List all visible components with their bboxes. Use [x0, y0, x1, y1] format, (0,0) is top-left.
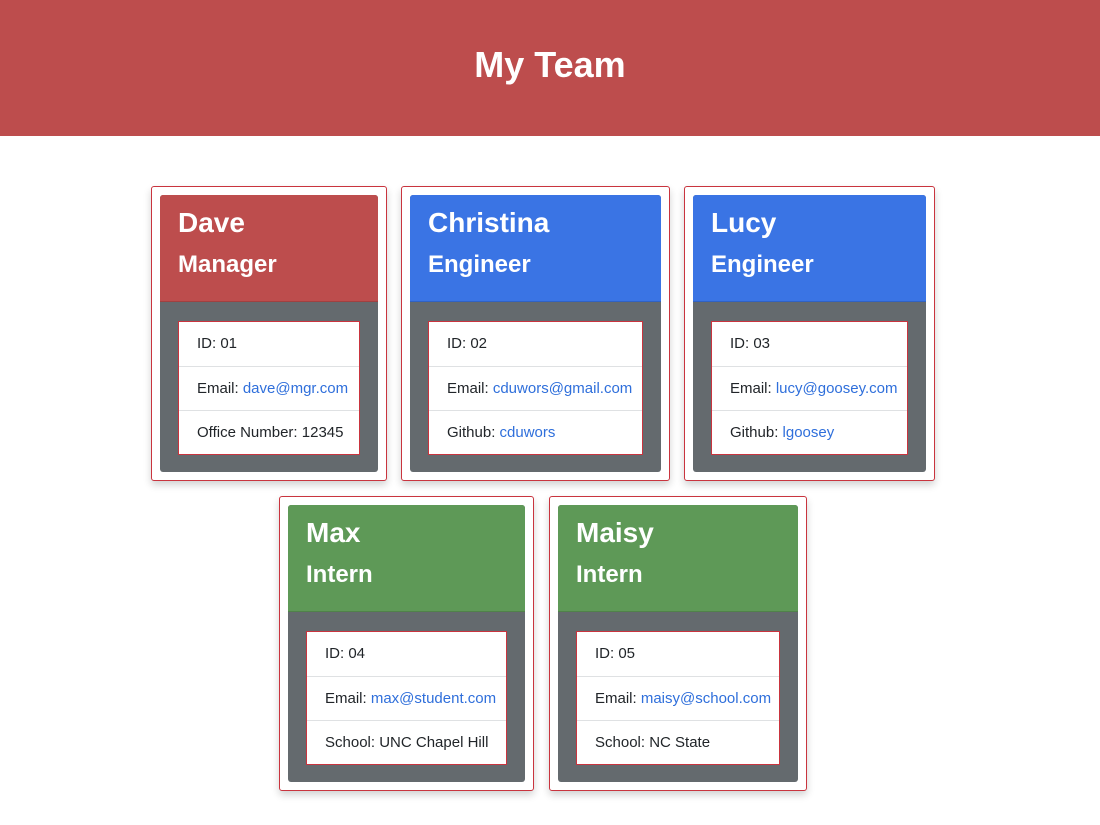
employee-info-list: ID: 03 Email: lucy@goosey.com Github: lg… — [711, 321, 908, 455]
employee-name: Max — [306, 517, 361, 548]
employee-info-list: ID: 04 Email: max@student.com School: UN… — [306, 631, 507, 765]
employee-email-row: Email: maisy@school.com — [577, 676, 779, 720]
email-link[interactable]: cduwors@gmail.com — [492, 380, 633, 397]
employee-id-row: ID: 02 — [429, 322, 642, 366]
employee-info-list: ID: 02 Email: cduwors@gmail.com Github: … — [428, 321, 643, 455]
employee-card-max: Max Intern ID: 04 Email: max@student.com… — [279, 496, 534, 791]
office-number-row: Office Number: 12345 — [179, 410, 359, 454]
employee-role: Engineer — [711, 251, 814, 278]
id-value: 02 — [470, 335, 488, 352]
email-label: Email: — [325, 690, 371, 707]
card-header: Lucy Engineer — [693, 195, 926, 302]
github-link[interactable]: cduwors — [499, 424, 556, 441]
id-label: ID: — [325, 645, 349, 662]
employee-role: Intern — [576, 561, 643, 588]
employee-role: Engineer — [428, 251, 531, 278]
email-label: Email: — [447, 380, 493, 397]
school-value: UNC Chapel Hill — [379, 734, 489, 751]
github-row: Github: cduwors — [429, 410, 642, 454]
id-value: 04 — [348, 645, 366, 662]
card-header: Dave Manager — [160, 195, 378, 302]
card-header: Max Intern — [288, 505, 525, 612]
email-link[interactable]: dave@mgr.com — [242, 380, 349, 397]
school-label: School: — [325, 734, 380, 751]
card-body: Max Intern ID: 04 Email: max@student.com… — [288, 505, 525, 782]
employee-role: Manager — [178, 251, 277, 278]
employee-info-list: ID: 05 Email: maisy@school.com School: N… — [576, 631, 780, 765]
github-row: Github: lgoosey — [712, 410, 907, 454]
school-label: School: — [595, 734, 650, 751]
id-label: ID: — [730, 335, 754, 352]
email-label: Email: — [197, 380, 243, 397]
id-label: ID: — [447, 335, 471, 352]
employee-id-row: ID: 05 — [577, 632, 779, 676]
page-header: My Team — [0, 0, 1100, 136]
school-value: NC State — [649, 734, 711, 751]
employee-card-maisy: Maisy Intern ID: 05 Email: maisy@school.… — [549, 496, 807, 791]
employee-email-row: Email: cduwors@gmail.com — [429, 366, 642, 410]
card-body: Maisy Intern ID: 05 Email: maisy@school.… — [558, 505, 798, 782]
email-link[interactable]: max@student.com — [370, 690, 497, 707]
office-number-value: 12345 — [301, 424, 344, 441]
github-label: Github: — [730, 424, 783, 441]
employee-id-row: ID: 03 — [712, 322, 907, 366]
employee-card-christina: Christina Engineer ID: 02 Email: cduwors… — [401, 186, 670, 481]
employee-name: Dave — [178, 207, 245, 238]
card-body: Lucy Engineer ID: 03 Email: lucy@goosey.… — [693, 195, 926, 472]
card-body: Dave Manager ID: 01 Email: dave@mgr.com … — [160, 195, 378, 472]
id-value: 01 — [220, 335, 238, 352]
employee-id-row: ID: 04 — [307, 632, 506, 676]
employee-email-row: Email: dave@mgr.com — [179, 366, 359, 410]
card-header: Christina Engineer — [410, 195, 661, 302]
card-body: Christina Engineer ID: 02 Email: cduwors… — [410, 195, 661, 472]
employee-id-row: ID: 01 — [179, 322, 359, 366]
email-link[interactable]: maisy@school.com — [640, 690, 772, 707]
school-row: School: UNC Chapel Hill — [307, 720, 506, 764]
employee-card-lucy: Lucy Engineer ID: 03 Email: lucy@goosey.… — [684, 186, 935, 481]
email-label: Email: — [730, 380, 776, 397]
id-value: 03 — [753, 335, 771, 352]
github-link[interactable]: lgoosey — [782, 424, 835, 441]
employee-email-row: Email: lucy@goosey.com — [712, 366, 907, 410]
employee-email-row: Email: max@student.com — [307, 676, 506, 720]
card-header: Maisy Intern — [558, 505, 798, 612]
employee-card-dave: Dave Manager ID: 01 Email: dave@mgr.com … — [151, 186, 387, 481]
employee-name: Christina — [428, 207, 550, 238]
school-row: School: NC State — [577, 720, 779, 764]
id-label: ID: — [197, 335, 221, 352]
github-label: Github: — [447, 424, 500, 441]
id-value: 05 — [618, 645, 636, 662]
employee-name: Lucy — [711, 207, 777, 238]
email-label: Email: — [595, 690, 641, 707]
office-number-label: Office Number: — [197, 424, 302, 441]
employee-role: Intern — [306, 561, 373, 588]
employee-name: Maisy — [576, 517, 654, 548]
email-link[interactable]: lucy@goosey.com — [775, 380, 898, 397]
page-title: My Team — [474, 44, 626, 85]
employee-info-list: ID: 01 Email: dave@mgr.com Office Number… — [178, 321, 360, 455]
id-label: ID: — [595, 645, 619, 662]
